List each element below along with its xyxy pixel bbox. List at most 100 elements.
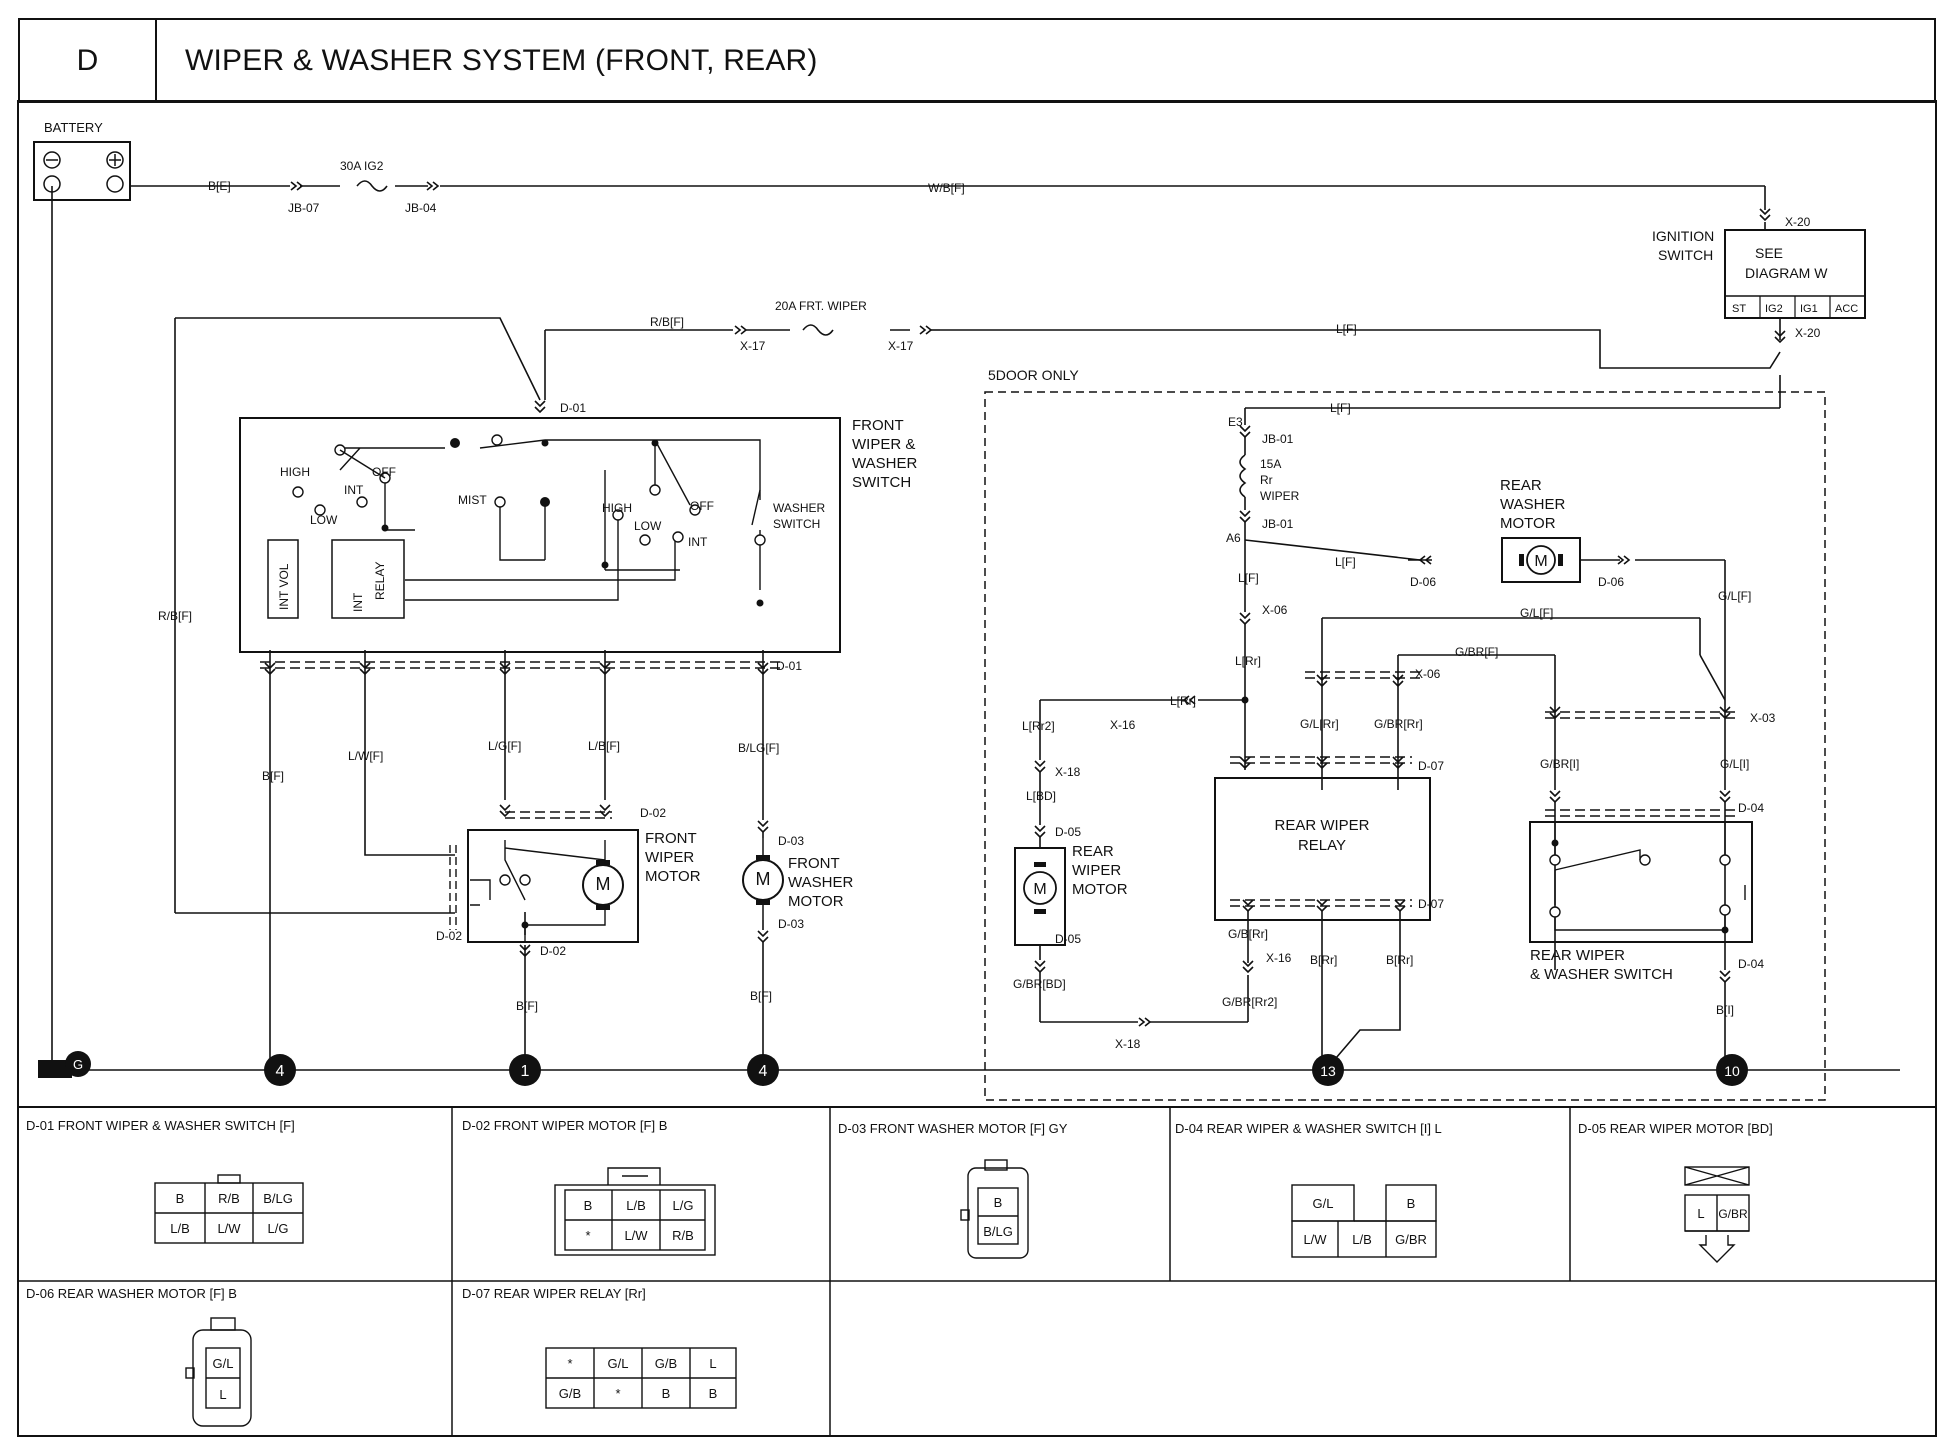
wire-bi: B[I] — [1716, 1003, 1734, 1017]
front-wiper-motor — [449, 804, 639, 943]
panel-d04-title: D-04 REAR WIPER & WASHER SWITCH [I] L — [1175, 1121, 1442, 1136]
ground-4a: 4 — [276, 1063, 285, 1080]
conn-d07a: D-07 — [1418, 759, 1444, 773]
conn-d04b: D-04 — [1738, 957, 1764, 971]
rws-label-2: & WASHER SWITCH — [1530, 966, 1673, 983]
fws-label-4: SWITCH — [852, 474, 911, 491]
fws-label-2: WIPER & — [852, 436, 915, 453]
d06-cell-1: G/L — [213, 1356, 234, 1371]
wire-glrr: G/L[Rr] — [1300, 717, 1339, 731]
d01-cell-4: L/B — [170, 1221, 190, 1236]
wire-lbd: L[BD] — [1026, 789, 1056, 803]
rwm-m: M — [1534, 553, 1547, 570]
conn-d01b: D-01 — [776, 659, 802, 673]
fwa-label-1: FRONT — [788, 855, 840, 872]
panel-d05-title: D-05 REAR WIPER MOTOR [BD] — [1578, 1121, 1773, 1136]
d02-cell-3: L/G — [673, 1198, 694, 1213]
sw-int: INT — [344, 483, 364, 497]
wire-lrr2b: L[Rr2] — [1022, 719, 1055, 733]
sw-int2: INT — [688, 535, 708, 549]
d04-cell-1: G/L — [1313, 1196, 1334, 1211]
d04-cell-5: G/BR — [1395, 1232, 1427, 1247]
see-diagram-1: SEE — [1755, 245, 1783, 261]
d01-connector-row — [260, 661, 780, 675]
d04-cell-2: B — [1407, 1196, 1416, 1211]
fuse-ig2-label: 30A IG2 — [340, 159, 384, 173]
conn-d05b: D-05 — [1055, 932, 1081, 946]
d01-cell-3: B/LG — [263, 1191, 293, 1206]
d01-cell-6: L/G — [268, 1221, 289, 1236]
rear-washer-motor — [1419, 537, 1630, 583]
wire-blgf: B/LG[F] — [738, 741, 779, 755]
d01-cell-2: R/B — [218, 1191, 240, 1206]
sw-off: OFF — [372, 465, 396, 479]
d07-cell-3: G/B — [655, 1356, 677, 1371]
rear-wiper-washer-switch — [1529, 790, 1753, 983]
wire-lrr: L[Rr] — [1235, 654, 1261, 668]
conn-x18a: X-18 — [1055, 765, 1081, 779]
d02-cell-2: L/B — [626, 1198, 646, 1213]
rwm-label-2: WASHER — [1500, 496, 1565, 513]
conn-d02a: D-02 — [640, 806, 666, 820]
wire-gbrl: G/BR[I] — [1540, 757, 1579, 771]
d05-cell-2: G/BR — [1718, 1207, 1748, 1221]
wire-lf-rwm: L[F] — [1335, 555, 1356, 569]
rws-label-1: REAR WIPER — [1530, 947, 1625, 964]
wire-gbrf: G/BR[F] — [1455, 645, 1498, 659]
wire-gbrbd: G/BR[BD] — [1013, 977, 1066, 991]
five-door-label: 5DOOR ONLY — [988, 367, 1079, 383]
connector-shapes — [154, 1159, 1750, 1427]
front-washer-motor — [742, 820, 784, 943]
fwm-label-1: FRONT — [645, 830, 697, 847]
d02-cell-4: * — [585, 1228, 590, 1243]
wire-lbf: L/B[F] — [588, 739, 620, 753]
wire-lf-top: L[F] — [1330, 401, 1351, 415]
fwm-label-3: MOTOR — [645, 868, 701, 885]
fwa-label-2: WASHER — [788, 874, 853, 891]
fuse-rr-2: Rr — [1260, 473, 1273, 487]
sw-mist: MIST — [458, 493, 487, 507]
battery — [33, 141, 131, 201]
conn-x17a: X-17 — [740, 339, 766, 353]
conn-d06b: D-06 — [1598, 575, 1624, 589]
ign-pos-acc: ACC — [1835, 303, 1858, 315]
wire-bf1: B[F] — [262, 769, 284, 783]
wire-wbf: W/B[F] — [928, 181, 965, 195]
sw-washer-1: WASHER — [773, 501, 826, 515]
conn-d03b: D-03 — [778, 917, 804, 931]
ground-g: G — [73, 1057, 83, 1072]
ign-pos-ig1: IG1 — [1800, 303, 1818, 315]
section-code: D — [20, 20, 157, 101]
ign-pos-ig2: IG2 — [1765, 303, 1783, 315]
page-title: WIPER & WASHER SYSTEM (FRONT, REAR) — [185, 44, 818, 77]
battery-label: BATTERY — [44, 120, 103, 135]
wire-lf: L[F] — [1336, 322, 1357, 336]
wire-bf2: B[F] — [516, 999, 538, 1013]
d01-cell-1: B — [176, 1191, 185, 1206]
ground-points — [38, 1051, 1748, 1086]
panel-d06-title: D-06 REAR WASHER MOTOR [F] B — [26, 1286, 237, 1301]
ignition-label-1: IGNITION — [1652, 228, 1714, 244]
d03-cell-2: B/LG — [983, 1224, 1013, 1239]
d07-cell-4: L — [709, 1356, 716, 1371]
d02-cell-6: R/B — [672, 1228, 694, 1243]
conn-d05a: D-05 — [1055, 825, 1081, 839]
conn-d02b: D-02 — [436, 929, 462, 943]
d07-cell-8: B — [709, 1386, 718, 1401]
conn-x06a: X-06 — [1262, 603, 1288, 617]
conn-jb04: JB-04 — [405, 201, 437, 215]
relay-label-2: RELAY — [1298, 837, 1346, 854]
fws-label-1: FRONT — [852, 417, 904, 434]
wire-rbf-side: R/B[F] — [158, 609, 192, 623]
fwm-label-2: WIPER — [645, 849, 694, 866]
wire-gbrrr2: G/BR[Rr2] — [1222, 995, 1277, 1009]
d03-cell-1: B — [994, 1195, 1003, 1210]
wire-rbf: R/B[F] — [650, 315, 684, 329]
sw-intvol: INT VOL — [277, 563, 291, 610]
rwp-label-3: MOTOR — [1072, 881, 1128, 898]
panel-d01-title: D-01 FRONT WIPER & WASHER SWITCH [F] — [26, 1118, 295, 1133]
fuse-wiper-label: 20A FRT. WIPER — [775, 299, 867, 313]
conn-x06b: X-06 — [1415, 667, 1441, 681]
ignition-switch — [1724, 229, 1866, 319]
